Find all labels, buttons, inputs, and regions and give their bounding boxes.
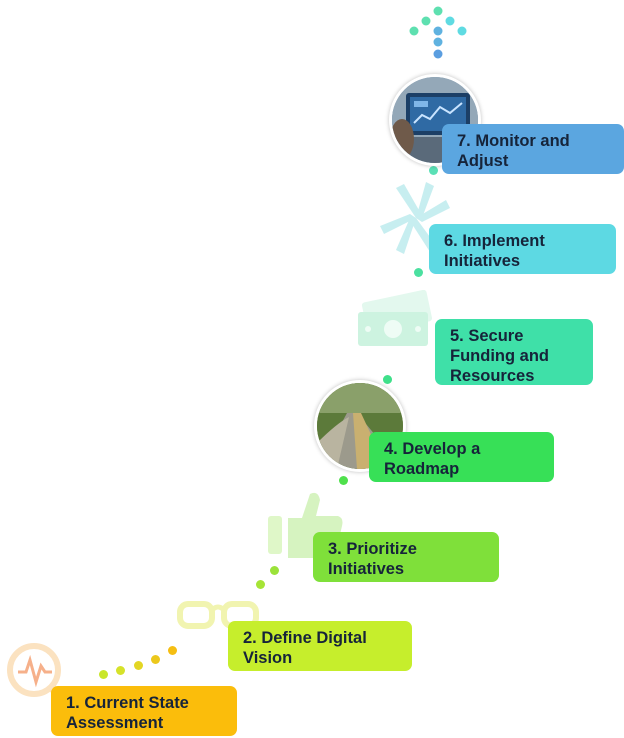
step-4-box: 4. Develop a Roadmap (369, 432, 554, 482)
step-4-label: 4. Develop a Roadmap (384, 440, 481, 478)
step-7-box: 7. Monitor and Adjust (442, 124, 624, 174)
step-3-label: 3. Prioritize Initiatives (328, 540, 417, 578)
step-6-box: 6. Implement Initiatives (429, 224, 616, 274)
step-5-label: 5. Secure Funding and Resources (450, 327, 549, 385)
step-3-box: 3. Prioritize Initiatives (313, 532, 499, 582)
step-2-label: 2. Define Digital Vision (243, 629, 367, 667)
step-1-box: 1. Current State Assessment (51, 686, 237, 736)
step-7-label: 7. Monitor and Adjust (457, 132, 570, 170)
arrow-dots-decoration (409, 6, 467, 59)
step-6-label: 6. Implement Initiatives (444, 232, 545, 270)
money-icon (358, 290, 433, 346)
step-2-box: 2. Define Digital Vision (228, 621, 412, 671)
step-5-box: 5. Secure Funding and Resources (435, 319, 593, 385)
step-1-label: 1. Current State Assessment (66, 694, 189, 732)
